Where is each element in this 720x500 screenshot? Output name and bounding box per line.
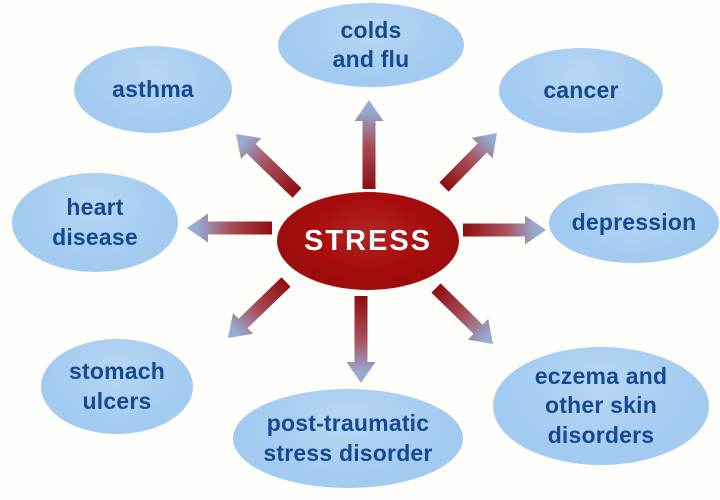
arrow-down-right-icon <box>431 283 493 344</box>
arrow-down-left-icon <box>228 277 291 338</box>
arrow-left-icon <box>187 213 272 243</box>
node-cancer: cancer <box>499 48 663 133</box>
node-stomach-ulcers: stomach ulcers <box>41 339 193 434</box>
node-eczema-skin-disorders: eczema and other skin disorders <box>493 347 709 465</box>
node-label: colds and flu <box>332 16 410 72</box>
node-label: stomach ulcers <box>69 358 165 414</box>
node-post-traumatic-stress-disorder: post-traumatic stress disorder <box>233 389 463 488</box>
node-label: cancer <box>543 76 619 103</box>
arrow-down-icon <box>346 296 376 383</box>
arrow-up-icon <box>354 100 384 189</box>
node-label: eczema and other skin disorders <box>534 362 668 448</box>
node-depression: depression <box>549 183 719 263</box>
node-label: depression <box>571 209 697 236</box>
stress-center-node: STRESS <box>277 192 459 290</box>
arrow-up-left-icon <box>236 134 302 198</box>
arrow-up-right-icon <box>439 133 497 192</box>
node-colds-and-flu: colds and flu <box>278 3 464 87</box>
node-label: heart disease <box>52 194 138 250</box>
node-heart-disease: heart disease <box>12 173 178 272</box>
node-label: post-traumatic stress disorder <box>263 410 433 466</box>
node-asthma: asthma <box>74 46 232 133</box>
stress-label: STRESS <box>303 224 433 257</box>
node-label: asthma <box>112 75 194 102</box>
arrow-right-icon <box>463 215 546 245</box>
